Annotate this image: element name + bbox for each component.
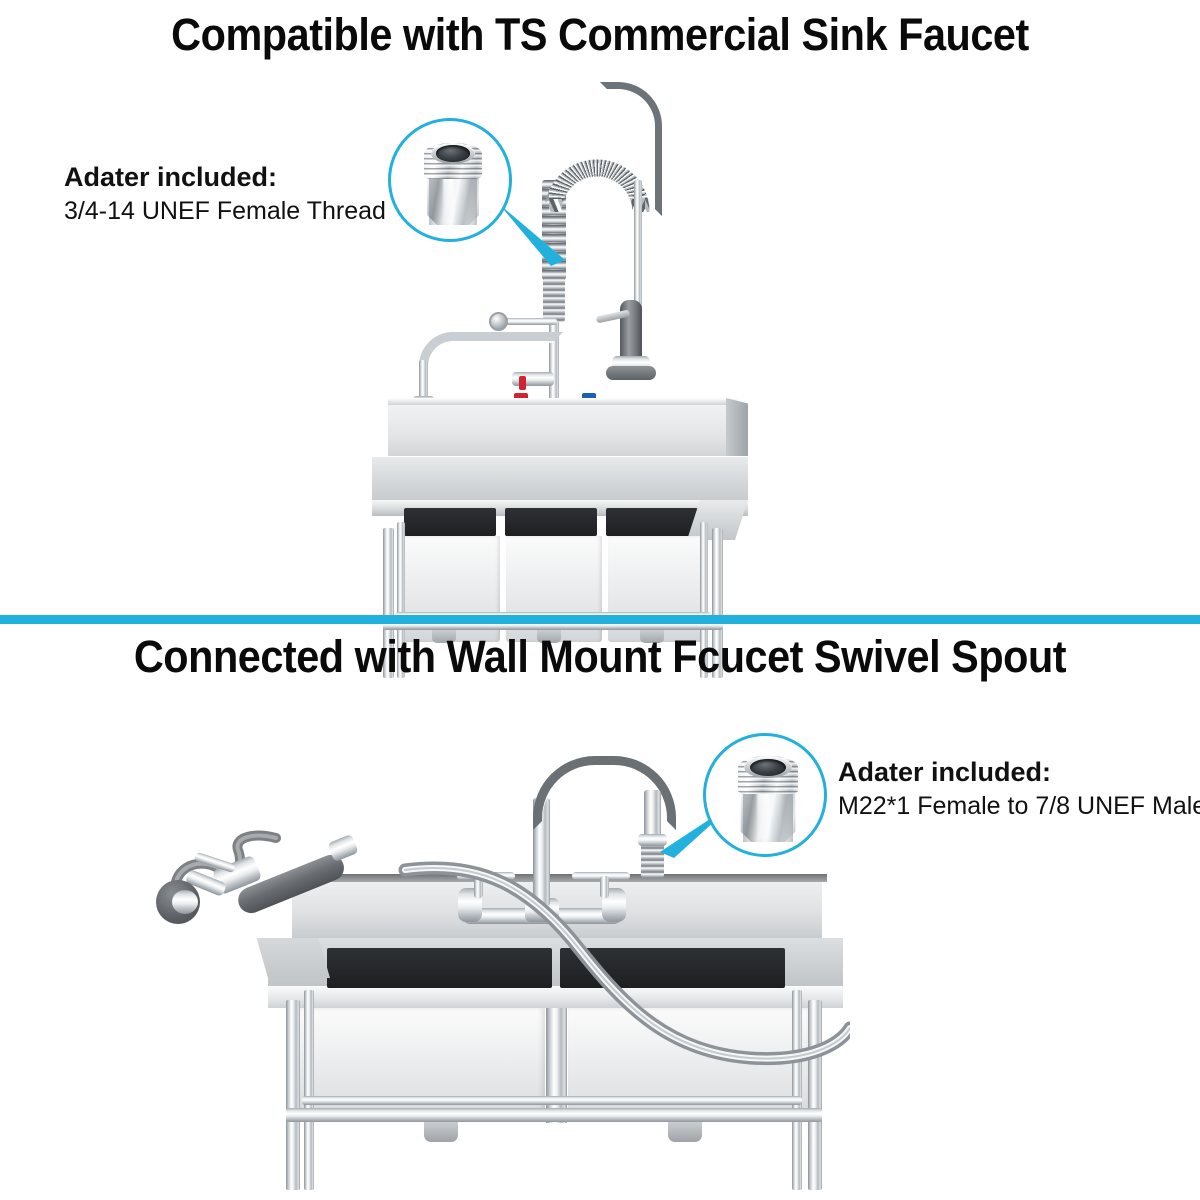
adapter-facet-right — [464, 175, 477, 225]
sink-bowl-1 — [404, 508, 496, 536]
sink-bowl-2 — [505, 508, 597, 536]
callout-pointer-top — [499, 204, 565, 266]
sink2-leg-front-left — [286, 1000, 300, 1190]
sink2-drain-boss-2 — [668, 1122, 702, 1142]
adapter-facet-right — [780, 790, 794, 842]
sink-leg-front-left — [383, 528, 394, 678]
annotation-top-heading: Adater included: — [64, 162, 278, 192]
illustration-top-sink-assembly — [0, 60, 1200, 678]
sink2-leg-rear-left — [304, 990, 314, 1190]
sink-drain-boss-1 — [432, 630, 456, 643]
swing-spout-red-index — [519, 376, 526, 390]
sink2-backsplash-top-edge — [292, 874, 827, 882]
sink-backsplash — [388, 402, 733, 460]
sink-deck — [372, 456, 748, 508]
illustration-bottom-sink-assembly — [0, 690, 1200, 1200]
adapter-highlight — [442, 172, 455, 224]
adapter-bore-opening — [435, 145, 471, 162]
panel-divider — [0, 615, 1200, 624]
wall-faucet-left-handle-stem — [474, 876, 483, 898]
swivel-spout-collar — [638, 834, 667, 846]
callout-circle-bottom — [703, 733, 827, 857]
sink2-drain-boss-1 — [424, 1122, 458, 1142]
sink-drain-boss-2 — [537, 630, 561, 643]
flexible-braided-hose — [398, 861, 850, 1066]
wall-faucet-right-handle-stem — [600, 876, 609, 898]
sink2-center-divider-post — [546, 1008, 567, 1123]
adapter-facet-left — [429, 175, 442, 225]
sink-drain-boss-3 — [640, 630, 664, 643]
annotation-bottom: Adater included: M22*1 Female to 7/8 UNE… — [838, 755, 1200, 823]
sink-bowl-3 — [606, 508, 698, 536]
faucet-handle-cold-index — [582, 393, 596, 401]
adapter-highlight — [757, 786, 770, 841]
adapter-facet-left — [742, 790, 756, 842]
callout-circle-top — [388, 118, 512, 242]
sink-leg-front-right — [712, 528, 723, 678]
sink-leg-rear-right — [700, 522, 708, 678]
sink2-deck-front-edge — [268, 986, 843, 1008]
adapter-part-bottom-image — [730, 756, 806, 842]
spray-nozzle-bumper — [606, 366, 656, 380]
swing-spout-downturn — [419, 360, 428, 400]
annotation-bottom-detail: M22*1 Female to 7/8 UNEF Male — [838, 792, 1200, 820]
sink-cross-rail-front — [383, 620, 723, 630]
swivel-spout-threaded-tip — [641, 842, 664, 878]
panel-title-top: Compatible with TS Commercial Sink Fauce… — [171, 9, 1029, 60]
faucet-support-wheel — [489, 312, 508, 331]
sink-backsplash-top-edge — [388, 398, 737, 405]
faucet-hose-descending — [600, 82, 662, 216]
sink2-cross-rail-rear — [302, 1096, 802, 1105]
faucet-support-arm — [497, 318, 557, 325]
sink2-bowl-1 — [327, 948, 552, 988]
sink-leg-rear-left — [397, 522, 405, 678]
panel-title-bottom: Connected with Wall Mount Fcucet Swivel … — [133, 631, 1067, 682]
sink2-cross-rail-front — [286, 1108, 822, 1122]
faucet-handle-hot-index — [514, 393, 528, 401]
sink2-leg-rear-right — [792, 990, 802, 1190]
annotation-top-detail: 3/4-14 UNEF Female Thread — [64, 197, 386, 225]
faucet-hose-vertical — [634, 180, 642, 350]
adapter-bore-opening — [749, 758, 787, 776]
adapter-part-top-image — [417, 143, 489, 225]
spring-base-coupling — [543, 278, 565, 322]
sprayer-head-face — [172, 890, 198, 914]
annotation-top: Adater included: 3/4-14 UNEF Female Thre… — [64, 160, 386, 228]
annotation-bottom-heading: Adater included: — [838, 757, 1052, 787]
